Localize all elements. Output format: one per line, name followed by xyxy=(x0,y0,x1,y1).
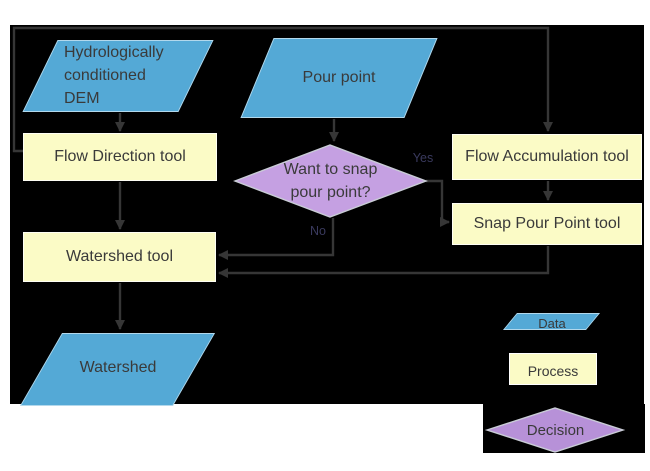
legend-data-label: Data xyxy=(538,316,566,331)
decision-shape xyxy=(233,144,428,218)
watershed-label: Watershed xyxy=(79,359,157,376)
watershed-tool-label: Watershed tool xyxy=(65,248,173,265)
legend-decision-label: Decision xyxy=(526,422,585,439)
no-branch-label: No xyxy=(310,224,326,238)
legend-process-shape xyxy=(509,353,597,385)
snap-pour-point-shape xyxy=(452,203,642,245)
edge-snap-to-watershedtool xyxy=(218,246,550,278)
decision-label-line1: Want to snap xyxy=(283,161,378,178)
dem-label-line3: DEM xyxy=(64,90,100,107)
decision-label: Want to snap pour point? xyxy=(235,158,426,204)
edge-flowdirection-to-flowaccumulation xyxy=(12,26,553,153)
dem-label: Hydrologically conditioned DEM xyxy=(64,41,194,110)
edge-decision-yes-to-snap xyxy=(426,179,450,227)
flow-accumulation-shape xyxy=(452,134,642,180)
flow-accumulation-label: Flow Accumulation tool xyxy=(465,148,629,165)
dem-label-line1: Hydrologically xyxy=(64,44,164,61)
legend-decision-shape xyxy=(484,407,626,453)
dem-label-line2: conditioned xyxy=(64,67,146,84)
legend-process-label: Process xyxy=(527,363,579,379)
pour-point-label: Pour point xyxy=(302,69,376,86)
decision-label-line2: pour point? xyxy=(290,184,371,201)
snap-pour-point-label: Snap Pour Point tool xyxy=(473,215,621,232)
flow-direction-shape xyxy=(23,133,217,181)
flow-direction-label: Flow Direction tool xyxy=(54,148,186,165)
yes-branch-label: Yes xyxy=(412,151,434,165)
edge-decision-no-to-watershedtool xyxy=(218,218,335,260)
watershed-tool-shape xyxy=(23,232,216,282)
